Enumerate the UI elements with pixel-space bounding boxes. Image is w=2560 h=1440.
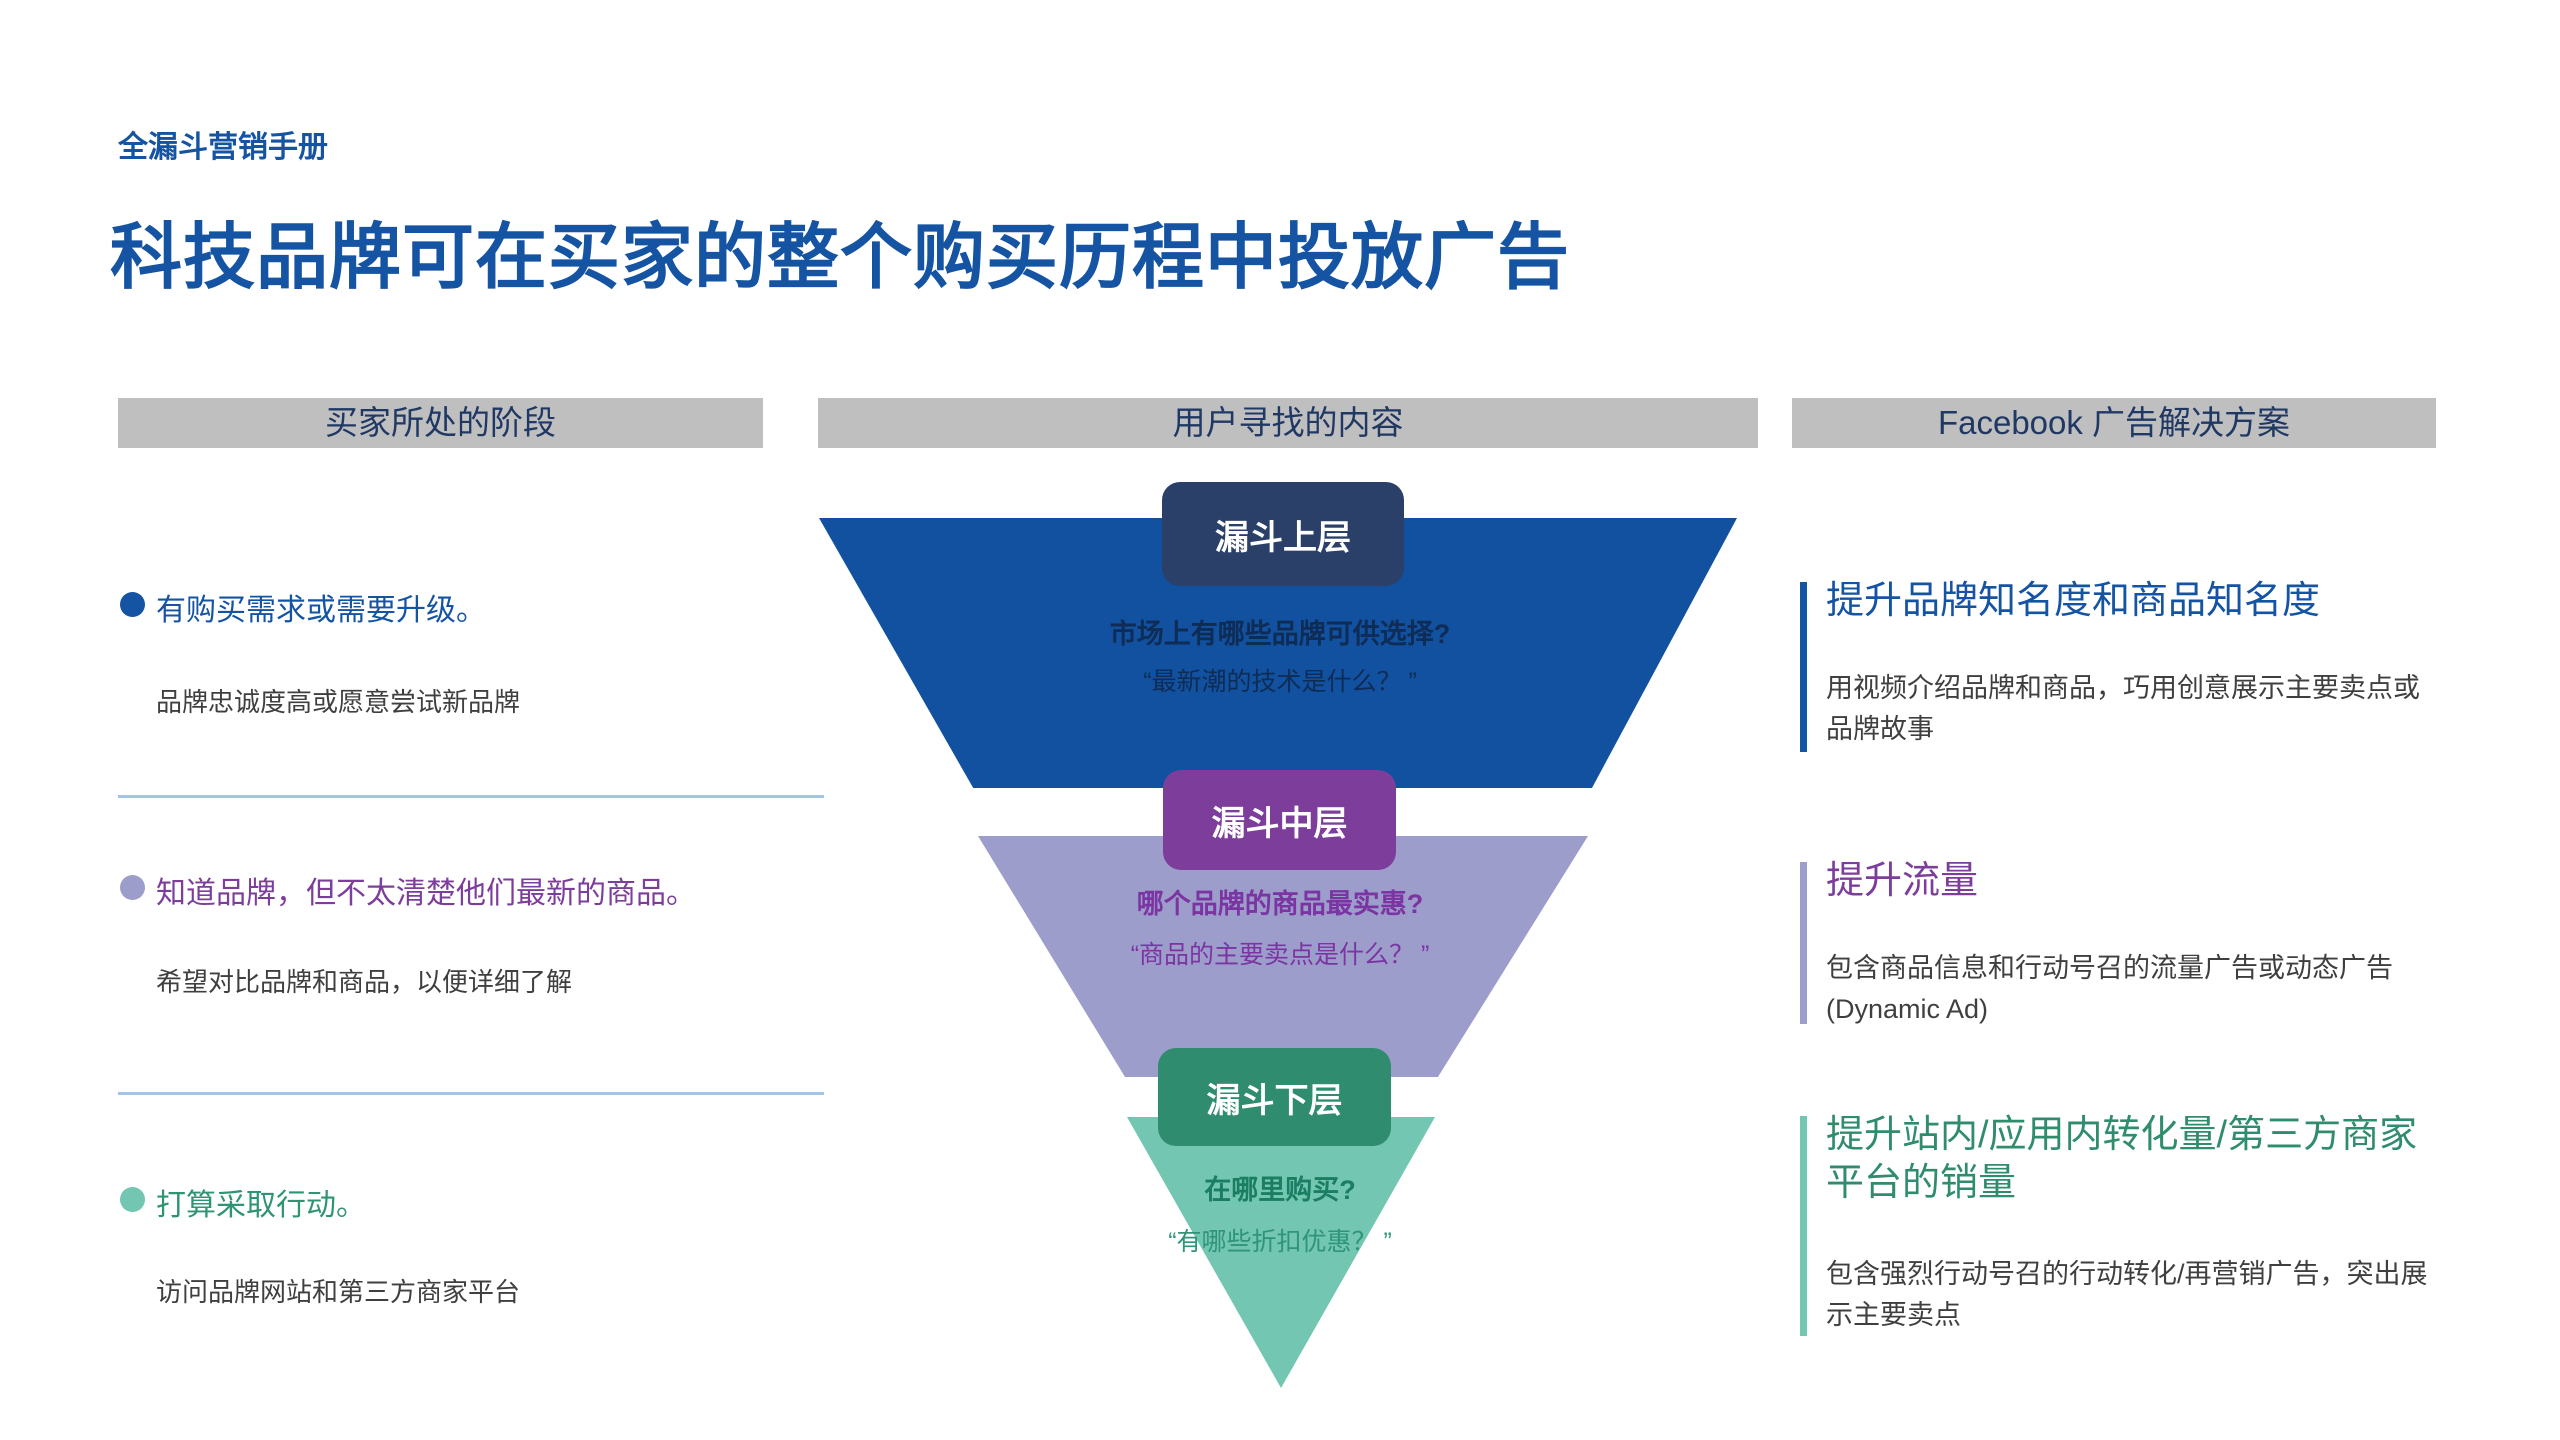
stage-upper-funnel: 有购买需求或需要升级。 品牌忠诚度高或愿意尝试新品牌 [118,585,828,735]
column-header-user-content: 用户寻找的内容 [818,398,1758,448]
page-title: 科技品牌可在买家的整个购买历程中投放广告 [110,218,1571,298]
funnel-middle-question: 哪个品牌的商品最实惠? [1136,889,1424,919]
stage-detail: 品牌忠诚度高或愿意尝试新品牌 [156,687,521,717]
funnel-top-badge: 漏斗上层 [1162,482,1404,586]
kicker-label: 全漏斗营销手册 [118,131,328,164]
accent-bar [1800,1116,1807,1336]
funnel-bottom-question: 在哪里购买? [1204,1175,1356,1205]
accent-bar [1800,862,1807,1024]
column-header-facebook-solutions: Facebook 广告解决方案 [1792,398,2436,448]
solution-title: 提升流量 [1826,860,1979,902]
funnel-bottom-quote: “有哪些折扣优惠？ ” [1168,1228,1392,1256]
stage-bullet-icon [120,1187,145,1212]
solution-detail: 用视频介绍品牌和商品，巧用创意展示主要卖点或品牌故事 [1826,673,2420,744]
stage-bullet-icon [120,875,145,900]
stage-label: 有购买需求或需要升级。 [156,594,486,627]
solution-detail: 包含商品信息和行动号召的流量广告或动态广告 (Dynamic Ad) [1826,953,2393,1024]
funnel-bottom-badge: 漏斗下层 [1158,1048,1391,1146]
solution-title: 提升站内/应用内转化量/第三方商家平台的销量 [1826,1114,2418,1204]
funnel-middle-quote: “商品的主要卖点是什么？ ” [1130,941,1430,969]
stage-divider [118,795,824,798]
accent-bar [1800,582,1807,752]
funnel-middle-badge: 漏斗中层 [1163,770,1396,870]
stage-label: 打算采取行动。 [156,1189,366,1222]
funnel-top-quote: “最新潮的技术是什么？ ” [1143,668,1417,696]
stage-detail: 访问品牌网站和第三方商家平台 [156,1277,521,1307]
stage-label: 知道品牌，但不太清楚他们最新的商品。 [156,877,696,910]
stage-divider [118,1092,824,1095]
stage-lower-funnel: 打算采取行动。 访问品牌网站和第三方商家平台 [118,1180,828,1330]
stage-mid-funnel: 知道品牌，但不太清楚他们最新的商品。 希望对比品牌和商品，以便详细了解 [118,868,828,1018]
stage-detail: 希望对比品牌和商品，以便详细了解 [156,967,573,997]
column-header-buyer-stages: 买家所处的阶段 [118,398,763,448]
stage-bullet-icon [120,592,145,617]
funnel-top-question: 市场上有哪些品牌可供选择? [1109,619,1451,649]
solution-detail: 包含强烈行动号召的行动转化/再营销广告，突出展示主要卖点 [1826,1259,2428,1330]
solution-title: 提升品牌知名度和商品知名度 [1826,580,2321,622]
